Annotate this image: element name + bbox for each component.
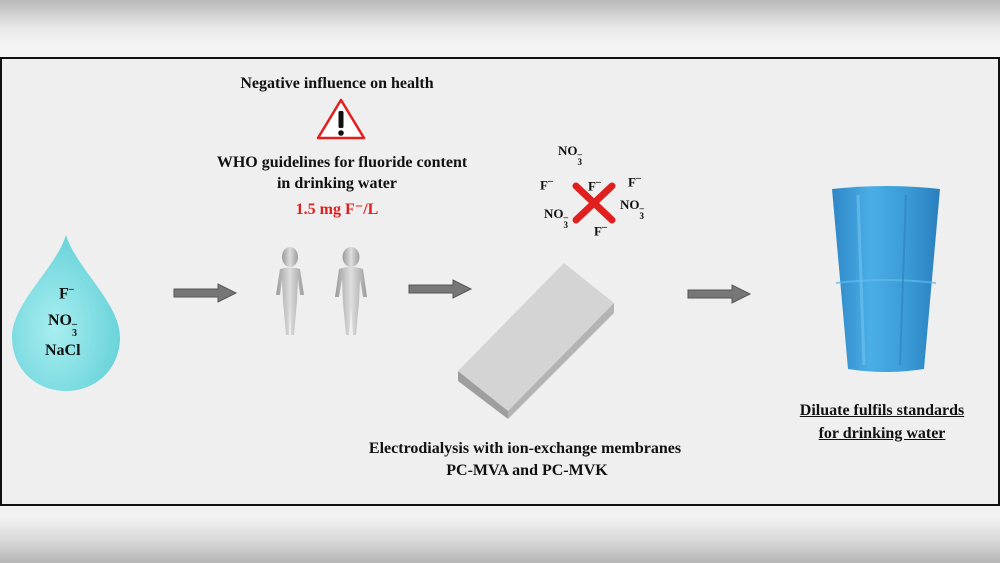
- result-line2: for drinking water: [818, 425, 946, 442]
- ion-nitrate-top: NO–3: [558, 143, 582, 167]
- warning-icon: [315, 97, 367, 141]
- water-glass-icon: [828, 185, 944, 375]
- ion-nitrate-left: NO–3: [544, 206, 568, 230]
- who-guideline-line1: WHO guidelines for fluoride content: [216, 154, 468, 171]
- drop-ion-nacl: NaCl: [45, 342, 81, 359]
- human-figure-icon: [270, 247, 310, 339]
- water-drop-icon: [10, 233, 122, 393]
- diagram-panel: Negative influence on health WHO guideli…: [0, 57, 1000, 506]
- arrow-icon: [686, 283, 752, 305]
- ion-fluoride-right: F–: [628, 173, 641, 190]
- health-title: Negative influence on health: [240, 75, 434, 92]
- cross-icon: [570, 181, 618, 225]
- ion-nitrate-right: NO–3: [620, 197, 644, 221]
- process-line1: Electrodialysis with ion-exchange membra…: [368, 440, 682, 457]
- fluoride-limit: 1.5 mg F⁻/L: [295, 201, 379, 218]
- ion-fluoride-bottom: F–: [594, 222, 607, 239]
- who-guideline-line2: in drinking water: [276, 175, 397, 192]
- result-line1: Diluate fulfils standards: [799, 402, 965, 419]
- drop-ion-nitrate: NO–3: [48, 312, 77, 339]
- arrow-icon: [172, 282, 238, 304]
- ion-fluoride-left: F–: [540, 176, 553, 193]
- drop-ion-fluoride: F–: [59, 284, 74, 303]
- ion-fluoride-center: F–: [588, 177, 601, 194]
- membrane-block-icon: [454, 259, 622, 419]
- human-figure-icon: [330, 247, 372, 339]
- arrow-icon: [407, 278, 473, 300]
- process-line2: PC-MVA and PC-MVK: [446, 462, 608, 479]
